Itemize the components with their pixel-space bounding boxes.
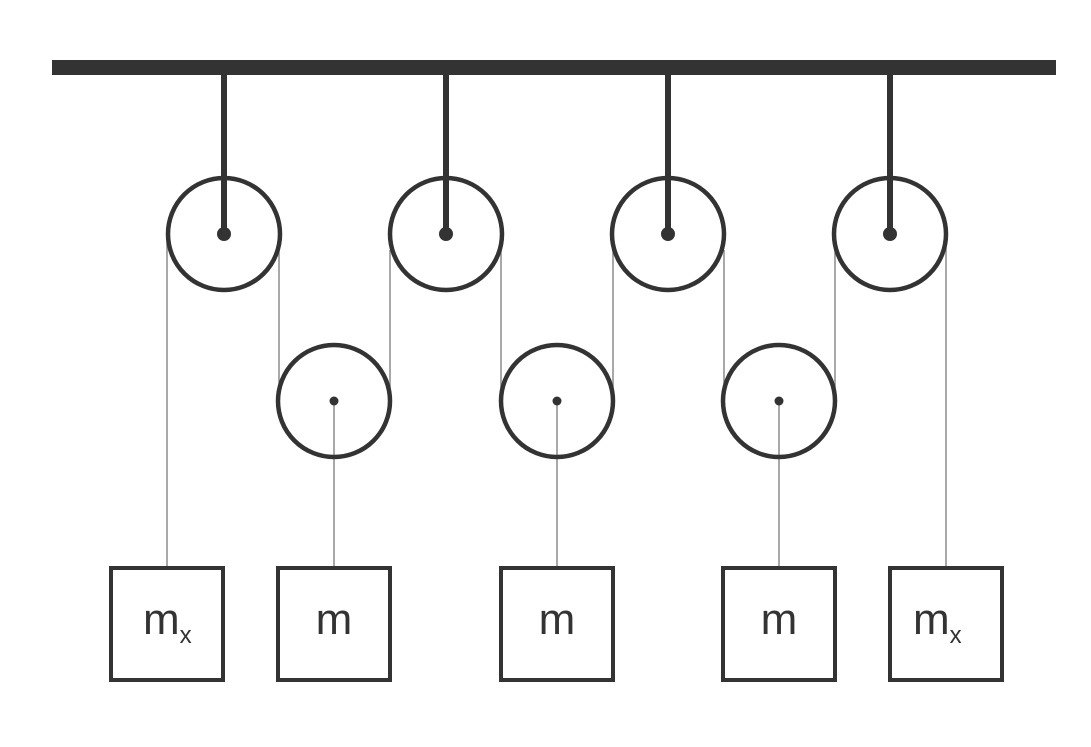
mass-block-5: mx	[888, 566, 1004, 682]
movable-pulley	[498, 342, 616, 460]
fixed-pulley	[387, 175, 505, 293]
mass-label: mx	[143, 595, 192, 649]
mass-block-2: m	[276, 566, 392, 682]
rope	[166, 234, 947, 568]
axle-dot	[439, 227, 453, 241]
axle-dot	[774, 396, 784, 406]
movable-pulley	[275, 342, 393, 460]
fixed-pulley	[609, 175, 727, 293]
axle-dot	[329, 396, 339, 406]
mass-label: m	[761, 595, 798, 644]
axle-dot	[217, 227, 231, 241]
ceiling-beam	[52, 60, 1056, 75]
mass-block-3: m	[499, 566, 615, 682]
mass-label: m	[316, 595, 353, 644]
axle-dot	[883, 227, 897, 241]
mass-block-4: m	[721, 566, 837, 682]
axle-dot	[661, 227, 675, 241]
fixed-pulley	[165, 175, 283, 293]
mass-label: mx	[913, 595, 962, 649]
axle-dot	[552, 396, 562, 406]
mass-block-1: mx	[109, 566, 225, 682]
fixed-pulley	[831, 175, 949, 293]
mass-label: m	[539, 595, 576, 644]
movable-pulley	[720, 342, 838, 460]
